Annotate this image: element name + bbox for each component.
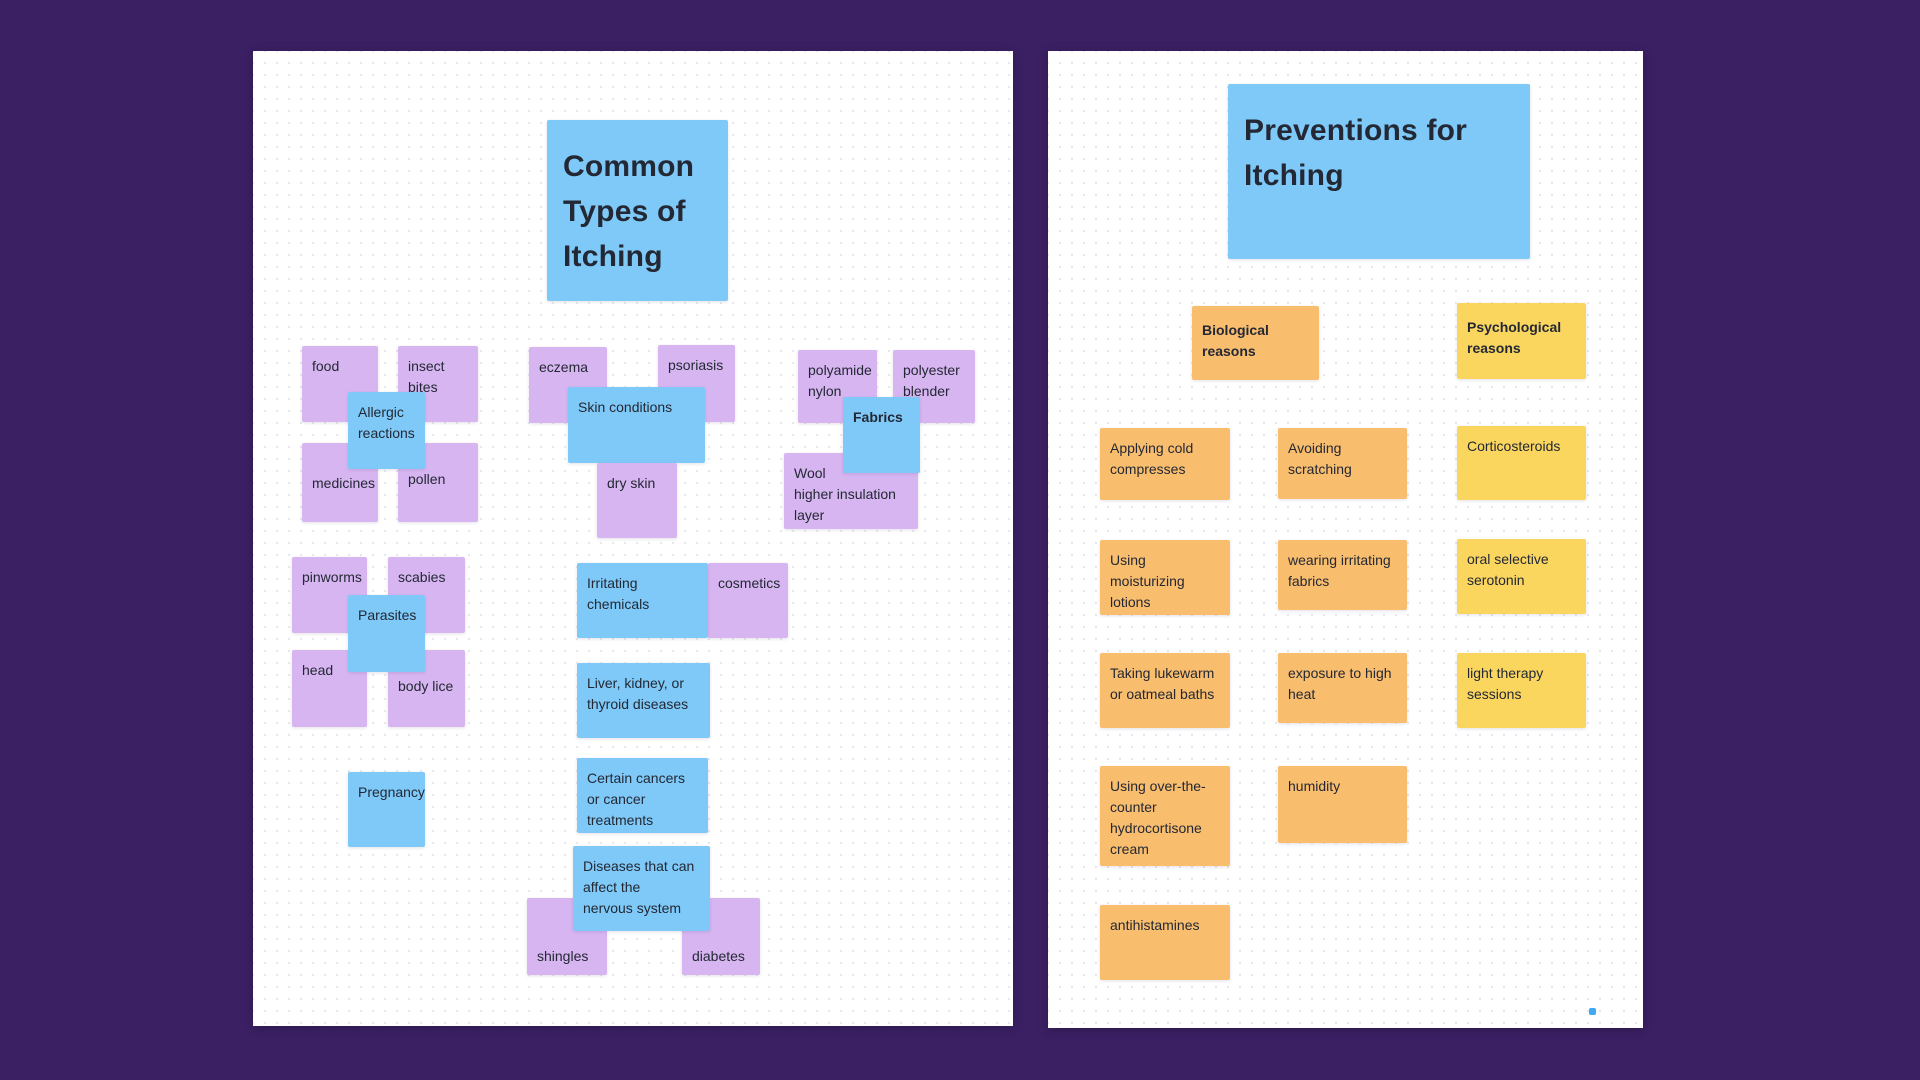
sticky-note[interactable]: Skin conditions: [568, 387, 705, 463]
title-text: Preventions for Itching: [1244, 114, 1468, 192]
sticky-note[interactable]: Certain cancers or cancer treatments: [577, 758, 708, 833]
sticky-note[interactable]: humidity: [1278, 766, 1407, 843]
sticky-note-text: polyester blender: [903, 362, 960, 399]
sticky-note[interactable]: Irritating chemicals: [577, 563, 708, 638]
sticky-note-text: Liver, kidney, or thyroid diseases: [587, 675, 689, 712]
sticky-note-text: cosmetics: [718, 575, 781, 591]
sticky-note[interactable]: antihistamines: [1100, 905, 1230, 980]
title-text: Common Types of Itching: [563, 150, 695, 273]
sticky-note-text: Avoiding scratching: [1288, 440, 1352, 477]
sticky-note-text: Skin conditions: [578, 399, 673, 415]
sticky-note-text: wearing irritating fabrics: [1288, 552, 1391, 589]
sticky-note[interactable]: oral selective serotonin: [1457, 539, 1586, 614]
sticky-note-text: body lice: [398, 678, 454, 694]
sticky-note-text: pinworms: [302, 569, 362, 585]
sticky-note-text: exposure to high heat: [1288, 665, 1392, 702]
board-common-types-of-itching[interactable]: Common Types of Itching food insect bites…: [253, 51, 1013, 1026]
sticky-note-text: shingles: [537, 948, 589, 964]
sticky-note-text: Diseases that can affect the nervous sys…: [583, 858, 695, 916]
sticky-note-text: Corticosteroids: [1467, 438, 1561, 454]
sticky-note-text: Psychological reasons: [1467, 319, 1562, 356]
sticky-note-text: Applying cold compresses: [1110, 440, 1194, 477]
sticky-note-text: insect bites: [408, 358, 445, 395]
sticky-note-text: antihistamines: [1110, 917, 1200, 933]
sticky-note-text: pollen: [408, 471, 446, 487]
sticky-note-text: Allergic reactions: [358, 404, 415, 441]
sticky-note[interactable]: exposure to high heat: [1278, 653, 1407, 723]
sticky-note-text: Certain cancers or cancer treatments: [587, 770, 686, 828]
sticky-note-text: scabies: [398, 569, 446, 585]
sticky-note-text: light therapy sessions: [1467, 665, 1544, 702]
sticky-note[interactable]: Diseases that can affect the nervous sys…: [573, 846, 710, 931]
sticky-note[interactable]: light therapy sessions: [1457, 653, 1586, 728]
sticky-note-text: Taking lukewarm or oatmeal baths: [1110, 665, 1215, 702]
title-note[interactable]: Common Types of Itching: [547, 120, 728, 301]
sticky-note[interactable]: Taking lukewarm or oatmeal baths: [1100, 653, 1230, 728]
sticky-note-text: Biological reasons: [1202, 322, 1269, 359]
sticky-note[interactable]: Avoiding scratching: [1278, 428, 1407, 499]
sticky-note-text: Using over-the- counter hydrocortisone c…: [1110, 778, 1206, 857]
sticky-note[interactable]: dry skin: [597, 463, 677, 538]
sticky-note-text: Fabrics: [853, 409, 903, 425]
sticky-note[interactable]: Allergic reactions: [348, 392, 425, 469]
sticky-note-text: diabetes: [692, 948, 745, 964]
sticky-note[interactable]: Psychological reasons: [1457, 303, 1586, 379]
sticky-note[interactable]: Parasites: [348, 595, 425, 672]
sticky-note-text: head: [302, 662, 334, 678]
sticky-note[interactable]: cosmetics: [708, 563, 788, 638]
sticky-note-text: medicines: [312, 475, 376, 491]
sticky-note[interactable]: Corticosteroids: [1457, 426, 1586, 500]
sticky-note-text: Pregnancy: [358, 784, 425, 800]
sticky-note-text: food: [312, 358, 340, 374]
sticky-note-text: Irritating chemicals: [587, 575, 650, 612]
sticky-note-text: Parasites: [358, 607, 417, 623]
remote-cursor-dot: [1589, 1008, 1596, 1015]
sticky-note[interactable]: Using over-the- counter hydrocortisone c…: [1100, 766, 1230, 866]
sticky-note-text: psoriasis: [668, 357, 724, 373]
sticky-note-text: Using moisturizing lotions: [1110, 552, 1185, 610]
sticky-note-text: humidity: [1288, 778, 1341, 794]
sticky-note-text: Wool higher insulation layer: [794, 465, 896, 523]
sticky-note-text: polyamide nylon: [808, 362, 872, 399]
sticky-note[interactable]: Applying cold compresses: [1100, 428, 1230, 500]
sticky-note-text: dry skin: [607, 475, 656, 491]
sticky-note[interactable]: Liver, kidney, or thyroid diseases: [577, 663, 710, 738]
sticky-note[interactable]: Biological reasons: [1192, 306, 1319, 380]
title-note[interactable]: Preventions for Itching: [1228, 84, 1530, 259]
sticky-note[interactable]: Fabrics: [843, 397, 920, 473]
sticky-note[interactable]: Using moisturizing lotions: [1100, 540, 1230, 615]
sticky-note-text: oral selective serotonin: [1467, 551, 1549, 588]
sticky-note-text: eczema: [539, 359, 589, 375]
sticky-note[interactable]: food: [302, 346, 378, 422]
sticky-note[interactable]: Pregnancy: [348, 772, 425, 847]
sticky-note[interactable]: wearing irritating fabrics: [1278, 540, 1407, 610]
board-preventions-for-itching[interactable]: Preventions for Itching Biological reaso…: [1048, 51, 1643, 1028]
